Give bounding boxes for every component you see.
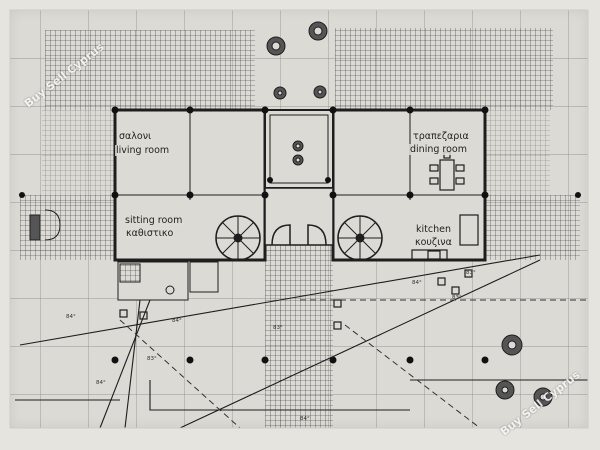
- elevation-mark: 83°: [452, 295, 462, 301]
- kitchen-label: kitchen: [415, 224, 452, 235]
- sitting-room-label-greek: καθιστικο: [125, 228, 175, 239]
- dining-room-label: dining room: [409, 144, 468, 155]
- terrace-top-left: [45, 30, 255, 110]
- elevation-mark: 84°: [66, 314, 76, 320]
- living-room-label: living room: [115, 145, 171, 156]
- entry-hall: [264, 187, 334, 246]
- dashed-lines: [119, 299, 588, 429]
- plants: [266, 21, 553, 407]
- elevation-mark: 83°: [466, 270, 476, 276]
- sitting-room-label: sitting room: [124, 215, 184, 226]
- columns: [19, 106, 581, 364]
- terrace-right-lower: [485, 110, 550, 195]
- elevation-mark: 83°: [273, 325, 283, 331]
- kitchen-counter: [411, 214, 479, 261]
- bathroom-fixtures: [117, 261, 219, 301]
- left-planter: [29, 209, 61, 241]
- elevation-mark: 84°: [300, 416, 310, 422]
- elevation-mark: 84°: [412, 280, 422, 286]
- spiral-stair-right: [337, 215, 383, 261]
- dining-table: [429, 151, 465, 191]
- entry-walkway: [265, 245, 333, 428]
- entrance-doors: [271, 224, 327, 246]
- elevation-mark: 84°: [172, 318, 182, 324]
- terrace-right: [485, 195, 580, 260]
- site-lines: [15, 254, 588, 429]
- elevation-mark: 83°: [147, 356, 157, 362]
- dining-room-label-greek: τραπεζαρια: [412, 131, 470, 142]
- survey-points: [119, 269, 473, 330]
- spiral-stair-left: [215, 215, 261, 261]
- terrace-top-right: [335, 28, 553, 110]
- elevation-mark: 84°: [96, 380, 106, 386]
- atrium-inner: [269, 114, 329, 184]
- kitchen-label-greek: κουζινα: [414, 237, 453, 248]
- living-room-label-greek: σαλονι: [118, 131, 153, 142]
- terrace-left-lower: [42, 110, 115, 195]
